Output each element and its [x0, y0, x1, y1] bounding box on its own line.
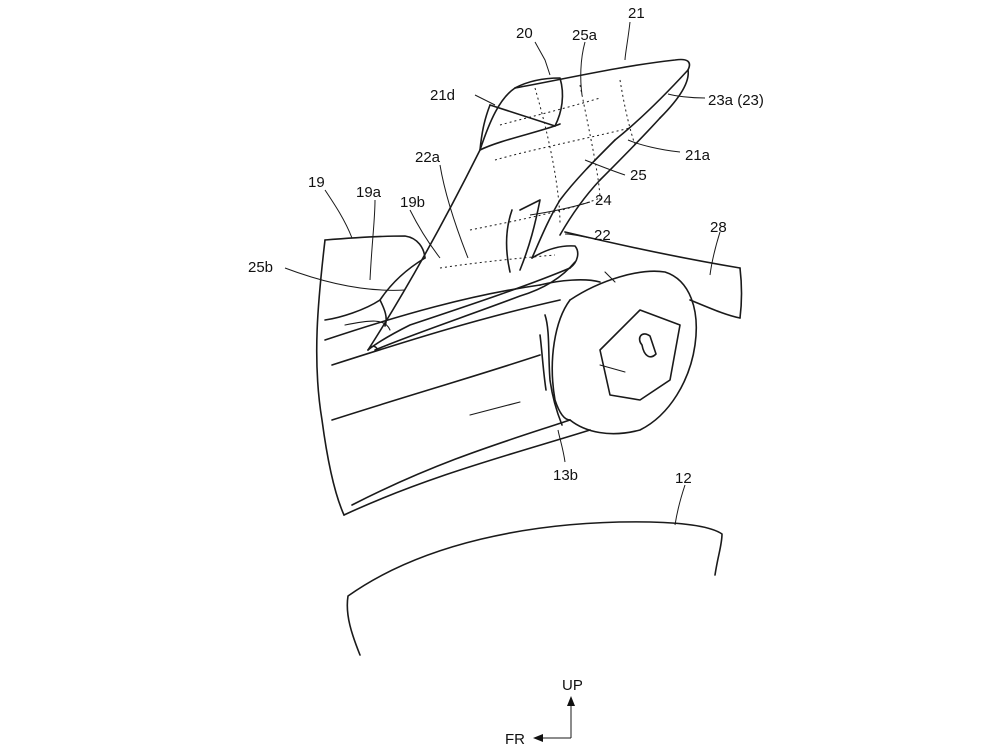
frame-28 [564, 231, 743, 319]
label-25a: 25a [572, 27, 598, 44]
label-25: 25 [630, 167, 647, 184]
headlight-13b [539, 270, 697, 435]
label-21: 21 [628, 5, 645, 22]
fender-12 [346, 521, 723, 656]
label-12: 12 [675, 470, 692, 487]
side-cowl [315, 239, 601, 516]
label-25b: 25b [248, 259, 273, 276]
label-21a: 21a [685, 147, 711, 164]
up-arrow-icon [567, 696, 575, 706]
label-22: 22 [594, 227, 611, 244]
winglet-assembly-20 [367, 58, 691, 351]
label-19: 19 [308, 174, 325, 191]
label-13b: 13b [553, 467, 578, 484]
label-front: FR [505, 731, 525, 748]
label-20: 20 [516, 25, 533, 42]
label-19a: 19a [356, 184, 382, 201]
shroud-19 [324, 235, 426, 331]
orientation-indicator: UP FR [505, 677, 583, 748]
label-up: UP [562, 677, 583, 694]
label-21d: 21d [430, 87, 455, 104]
label-28: 28 [710, 219, 727, 236]
reference-labels: 20 21 25a 21d 23a (23) 21a 22a 25 19 19a… [248, 5, 764, 487]
label-19b: 19b [400, 194, 425, 211]
leader-lines [284, 21, 721, 526]
label-24: 24 [595, 192, 612, 209]
label-23a-23: 23a (23) [708, 92, 764, 109]
front-arrow-icon [533, 734, 543, 742]
label-22a: 22a [415, 149, 441, 166]
